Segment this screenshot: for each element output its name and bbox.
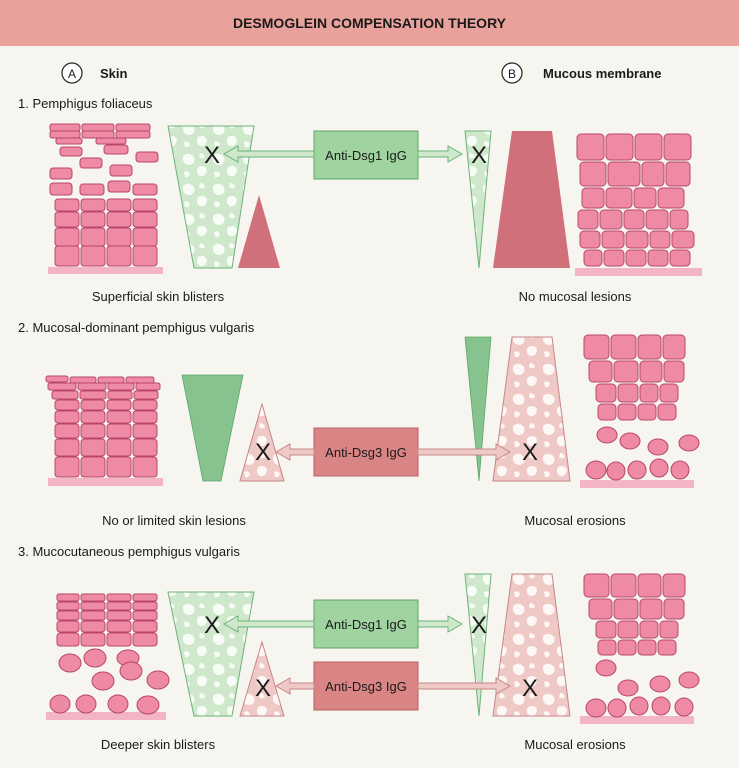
mucosa-dsg3-large — [493, 131, 570, 268]
panel-2-anti-dsg3-label: Anti-Dsg3 IgG — [325, 445, 407, 460]
column-b-badge — [501, 62, 523, 84]
panel-2-arrows — [274, 443, 512, 461]
panel-1-skin-caption: Superficial skin blisters — [92, 289, 225, 304]
panel-1-mucosa-caption: No mucosal lesions — [519, 289, 632, 304]
mucosa-dsg3-damaged — [492, 573, 571, 717]
mucosa-dsg1-intact — [464, 336, 492, 482]
panel-3-dsg1-arrows — [222, 615, 464, 633]
panel-2-heading: 2. Mucosal-dominant pemphigus vulgaris — [18, 320, 255, 335]
panel-3-dsg3-arrows — [274, 677, 512, 695]
skin-epidermis-cells — [49, 123, 159, 267]
panel-1-mucosa-block-mark: X — [471, 142, 487, 169]
panel-3-anti-dsg1-box — [313, 599, 419, 649]
panel-2-skin-caption: No or limited skin lesions — [102, 513, 246, 528]
skin-dsg1-damaged — [167, 591, 255, 717]
panel-3-anti-dsg3-box — [313, 661, 419, 711]
skin-dsg3-damaged — [239, 402, 285, 482]
panel-3-mucosa-caption: Mucosal erosions — [524, 737, 626, 752]
skin-dsg1-damaged — [167, 125, 255, 269]
panel-3-skin-dsg1-block-mark: X — [204, 612, 220, 639]
column-a-letter: A — [68, 67, 76, 81]
panel-3-mucosa-dsg1-block-mark: X — [471, 612, 487, 639]
mucosa-epithelium-cells — [583, 573, 700, 718]
panel-3-anti-dsg1-label: Anti-Dsg1 IgG — [325, 617, 407, 632]
panel-1-heading: 1. Pemphigus foliaceus — [18, 96, 153, 111]
panel-1-anti-dsg1-label: Anti-Dsg1 IgG — [325, 148, 407, 163]
panel-2-mucosa-block-mark: X — [522, 439, 538, 466]
panel-3-mucosa-dsg3-block-mark: X — [522, 675, 538, 702]
mucosa-epithelium-cells — [583, 334, 700, 481]
panel-2-mucosa-caption: Mucosal erosions — [524, 513, 626, 528]
panel-3-anti-dsg3-label: Anti-Dsg3 IgG — [325, 679, 407, 694]
mucosa-epithelium-cells — [576, 133, 695, 267]
panel-2-anti-dsg3-box — [313, 427, 419, 477]
panel-1-skin-block-mark: X — [204, 142, 220, 169]
column-a-badge — [61, 62, 83, 84]
mucosa-basement-membrane — [580, 480, 694, 488]
skin-basement-membrane — [48, 267, 163, 274]
panel-1-anti-dsg1-box — [313, 130, 419, 180]
page-title: DESMOGLEIN COMPENSATION THEORY — [233, 15, 507, 31]
skin-dsg3-damaged — [239, 640, 285, 717]
panel-3-skin-dsg3-block-mark: X — [255, 675, 271, 702]
skin-epidermis-cells — [45, 375, 161, 478]
mucosa-dsg1-damaged — [464, 130, 492, 269]
mucosa-dsg1-damaged — [464, 573, 492, 717]
column-b-letter: B — [508, 67, 516, 81]
panel-1-arrows — [222, 145, 464, 163]
panel-3-skin-caption: Deeper skin blisters — [101, 737, 216, 752]
skin-basement-membrane — [46, 712, 166, 720]
mucosa-basement-membrane — [580, 716, 694, 724]
mucosa-dsg3-damaged — [492, 336, 571, 482]
header-bar — [0, 0, 739, 46]
skin-dsg3-small — [238, 195, 280, 268]
skin-epidermis-cells — [49, 593, 170, 715]
panel-3-heading: 3. Mucocutaneous pemphigus vulgaris — [18, 544, 240, 559]
panel-2-skin-block-mark: X — [255, 439, 271, 466]
mucosa-basement-membrane — [575, 268, 702, 276]
skin-dsg1-intact — [181, 374, 244, 482]
skin-basement-membrane — [48, 478, 163, 486]
column-a-label: Skin — [100, 66, 128, 81]
column-b-label: Mucous membrane — [543, 66, 661, 81]
